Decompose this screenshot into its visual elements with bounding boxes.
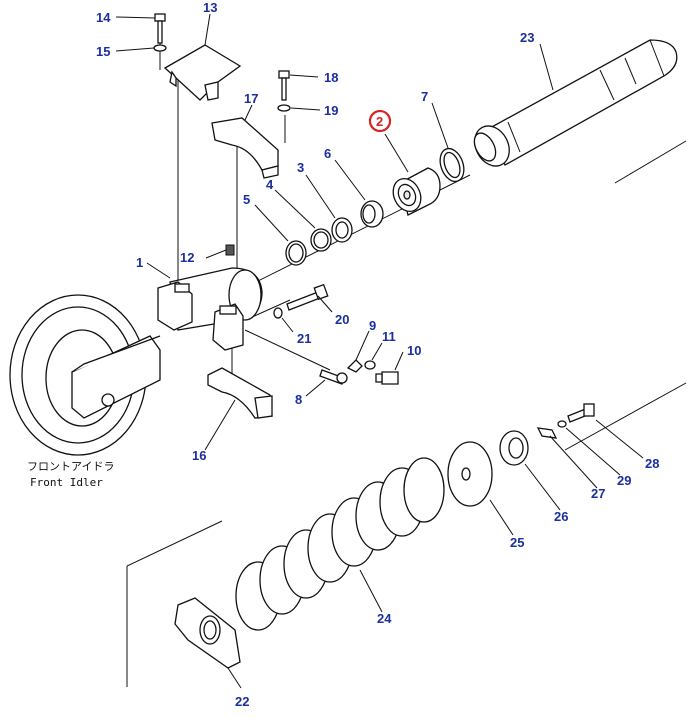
part-2-cylinder[interactable] (388, 167, 441, 216)
part-12-fitting[interactable] (225, 244, 235, 256)
part-28-bolt[interactable] (567, 403, 595, 423)
part-10-bolt[interactable] (375, 371, 399, 385)
label-5[interactable]: 5 (243, 192, 250, 207)
label-23[interactable]: 23 (520, 30, 534, 45)
highlight-label-2: 2 (376, 114, 383, 129)
label-8[interactable]: 8 (295, 392, 302, 407)
part-9-lock[interactable] (346, 359, 363, 373)
leader-lines (115, 13, 644, 689)
part-23-rod[interactable] (468, 39, 678, 172)
label-6[interactable]: 6 (324, 146, 331, 161)
label-22[interactable]: 22 (235, 694, 249, 709)
label-1[interactable]: 1 (136, 255, 143, 270)
label-29[interactable]: 29 (617, 473, 631, 488)
part-17-cap[interactable] (211, 117, 279, 179)
label-4[interactable]: 4 (266, 177, 274, 192)
highlight-marker-2[interactable]: 2 (368, 109, 392, 133)
part-3-seal[interactable] (331, 217, 353, 243)
label-14[interactable]: 14 (96, 10, 111, 25)
part-labels: 14 15 13 18 19 17 23 7 6 3 4 5 1 12 20 2… (96, 0, 659, 709)
part-18-bolt[interactable] (278, 70, 290, 101)
part-26-nut[interactable] (499, 430, 529, 466)
section-lines (126, 140, 687, 687)
part-27-plate[interactable] (536, 427, 558, 439)
label-16[interactable]: 16 (192, 448, 206, 463)
part-5-ring[interactable] (285, 240, 307, 266)
label-7[interactable]: 7 (421, 89, 428, 104)
label-28[interactable]: 28 (645, 456, 659, 471)
label-27[interactable]: 27 (591, 486, 605, 501)
label-21[interactable]: 21 (297, 331, 311, 346)
label-11[interactable]: 11 (382, 329, 396, 344)
part-24-spring[interactable] (235, 457, 445, 631)
caption: フロントアイドラ Front Idler (27, 460, 114, 489)
label-3[interactable]: 3 (297, 160, 304, 175)
part-11-washer[interactable] (364, 360, 376, 370)
part-15-washer[interactable] (153, 44, 167, 52)
part-4-ring[interactable] (310, 228, 332, 252)
part-21-washer[interactable] (273, 307, 283, 319)
label-12[interactable]: 12 (180, 250, 194, 265)
label-10[interactable]: 10 (407, 343, 421, 358)
part-16-cap[interactable] (207, 367, 273, 419)
label-19[interactable]: 19 (324, 103, 338, 118)
part-14-bolt[interactable] (154, 13, 166, 44)
part-29-washer[interactable] (557, 420, 567, 428)
part-22-bracket[interactable] (174, 597, 241, 669)
label-13[interactable]: 13 (203, 0, 217, 15)
part-8-stud[interactable] (319, 369, 348, 385)
part-20-bolt[interactable] (286, 283, 329, 311)
label-17[interactable]: 17 (244, 91, 258, 106)
label-20[interactable]: 20 (335, 312, 349, 327)
label-26[interactable]: 26 (554, 509, 568, 524)
part-6-bushing[interactable] (360, 200, 384, 228)
label-24[interactable]: 24 (377, 611, 392, 626)
label-15[interactable]: 15 (96, 44, 110, 59)
front-idler-wheel[interactable] (9, 294, 161, 456)
part-1-bearing[interactable] (157, 267, 263, 351)
label-25[interactable]: 25 (510, 535, 524, 550)
part-25-disc[interactable] (447, 441, 493, 507)
part-19-washer[interactable] (277, 104, 291, 112)
part-7-snap-ring[interactable] (436, 145, 468, 184)
caption-english: Front Idler (30, 476, 103, 489)
label-9[interactable]: 9 (369, 318, 376, 333)
part-13-bracket[interactable] (163, 44, 242, 101)
label-18[interactable]: 18 (324, 70, 338, 85)
caption-japanese: フロントアイドラ (27, 460, 114, 473)
